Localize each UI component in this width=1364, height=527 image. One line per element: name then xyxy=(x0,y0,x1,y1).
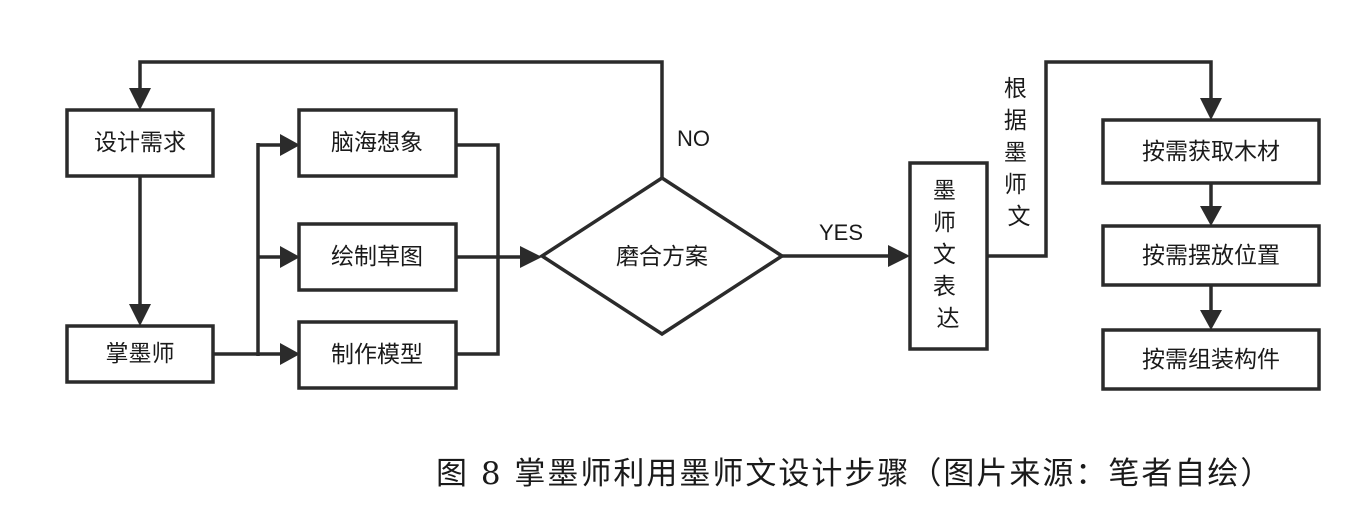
edge-basis-char: 文 xyxy=(1008,204,1031,230)
node-express-char: 墨 xyxy=(933,178,956,204)
arrow-into-master xyxy=(129,304,151,326)
edge-basis-char: 墨 xyxy=(1004,140,1027,166)
edge-basis-char: 师 xyxy=(1004,172,1027,198)
node-express-char: 达 xyxy=(937,306,960,332)
node-match-label: 磨合方案 xyxy=(616,244,708,270)
node-place xyxy=(1101,224,1321,287)
node-express-char: 表 xyxy=(933,274,956,300)
edge-model-merge xyxy=(456,257,500,356)
node-match-diamond xyxy=(538,175,786,337)
node-master xyxy=(65,324,215,384)
node-model xyxy=(297,320,458,390)
node-assemble xyxy=(1101,328,1321,391)
node-design-need xyxy=(65,108,215,178)
edge-basis-char: 据 xyxy=(1004,108,1027,134)
figure-caption: 图 8 掌墨师利用墨师文设计步骤（图片来源：笔者自绘） xyxy=(436,456,1274,492)
node-express-char: 文 xyxy=(933,242,956,268)
node-design-need-label: 设计需求 xyxy=(94,130,186,156)
arrow-into-express xyxy=(888,245,910,267)
edge-imagine-merge xyxy=(456,143,500,257)
edge-no-loop xyxy=(138,60,664,178)
node-get-wood-label: 按需获取木材 xyxy=(1142,139,1280,165)
edge-yes-label: YES xyxy=(819,220,863,245)
node-imagine xyxy=(297,108,458,178)
edge-express-to-wood xyxy=(987,60,1213,258)
node-assemble-label: 按需组装构件 xyxy=(1142,347,1280,373)
edge-no-label: NO xyxy=(677,126,710,151)
node-express xyxy=(908,161,989,351)
arrow-into-model xyxy=(280,343,300,365)
arrow-into-match xyxy=(520,246,542,268)
arrow-into-assemble xyxy=(1200,310,1222,330)
edge-basis-char: 根 xyxy=(1004,76,1027,102)
arrow-into-design-need xyxy=(129,88,151,110)
node-master-label: 掌墨师 xyxy=(106,341,175,367)
node-model-label: 制作模型 xyxy=(331,342,423,368)
arrow-into-get-wood xyxy=(1200,98,1222,120)
arrow-into-place xyxy=(1200,206,1222,226)
node-express-char: 师 xyxy=(933,210,956,236)
node-get-wood xyxy=(1101,118,1321,185)
node-sketch xyxy=(297,222,458,292)
edge-basis-label: 根 据 墨 师 文 xyxy=(1004,76,1034,230)
arrow-into-imagine xyxy=(280,134,300,156)
arrow-into-sketch xyxy=(280,246,300,268)
node-express-label: 墨 师 文 表 达 xyxy=(933,178,963,332)
node-place-label: 按需摆放位置 xyxy=(1142,243,1280,269)
node-sketch-label: 绘制草图 xyxy=(331,244,423,270)
node-imagine-label: 脑海想象 xyxy=(331,130,423,156)
